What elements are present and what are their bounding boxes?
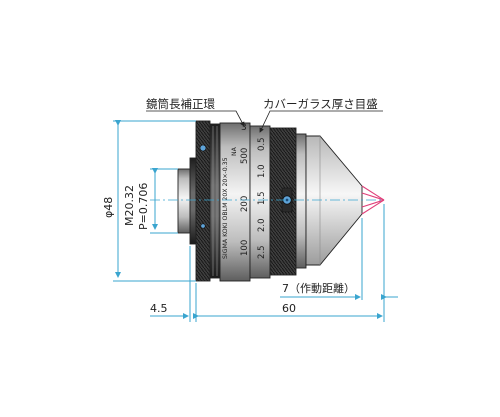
label-working-distance: 7（作動距離）	[282, 281, 355, 295]
leader-cover-glass	[259, 110, 383, 133]
barrel-engraving: SIGMA KOKI OBLM 20X 20×-0.35 NA	[222, 146, 238, 259]
scale-100: 100	[240, 240, 250, 256]
mount-shoulder	[189, 157, 197, 245]
callout-correction-ring: 鏡筒長補正環	[146, 97, 215, 111]
label-length: 60	[282, 302, 296, 315]
nose-ring	[295, 133, 307, 269]
label-thread: M20.32	[123, 185, 136, 226]
set-screw-2	[200, 223, 206, 229]
cover-scale-4: 2.5	[257, 245, 267, 259]
label-diameter: φ48	[102, 197, 115, 218]
scale-500: 500	[240, 148, 250, 164]
cover-scale-1: 1.0	[257, 164, 267, 178]
mount-thread	[177, 168, 191, 234]
lens-body	[177, 120, 363, 282]
leader-correction-ring	[146, 110, 245, 127]
ring-mark: 3	[241, 123, 247, 133]
main-barrel	[219, 122, 251, 282]
label-pitch: P=0.706	[137, 183, 150, 230]
maker-text: SIGMA KOKI OBLM 20X 20×-0.35	[222, 157, 229, 259]
cover-scale-3: 2.0	[257, 218, 267, 232]
front-cone	[305, 135, 363, 266]
length-scale: 500 200 100	[240, 148, 250, 256]
dimensions	[113, 120, 398, 322]
cover-scale-2: 1.5	[257, 191, 267, 205]
cover-scale-0: 0.5	[257, 137, 267, 151]
correction-ring	[209, 123, 221, 279]
label-flange: 4.5	[150, 302, 168, 315]
focus-rays	[361, 185, 385, 215]
na-text: NA	[231, 146, 238, 156]
scale-200: 200	[240, 196, 250, 212]
cover-glass-scale: 0.5 1.0 1.5 2.0 2.5	[257, 137, 267, 259]
callout-cover-glass: カバーガラス厚さ目盛	[263, 97, 378, 111]
set-screw	[199, 144, 207, 152]
